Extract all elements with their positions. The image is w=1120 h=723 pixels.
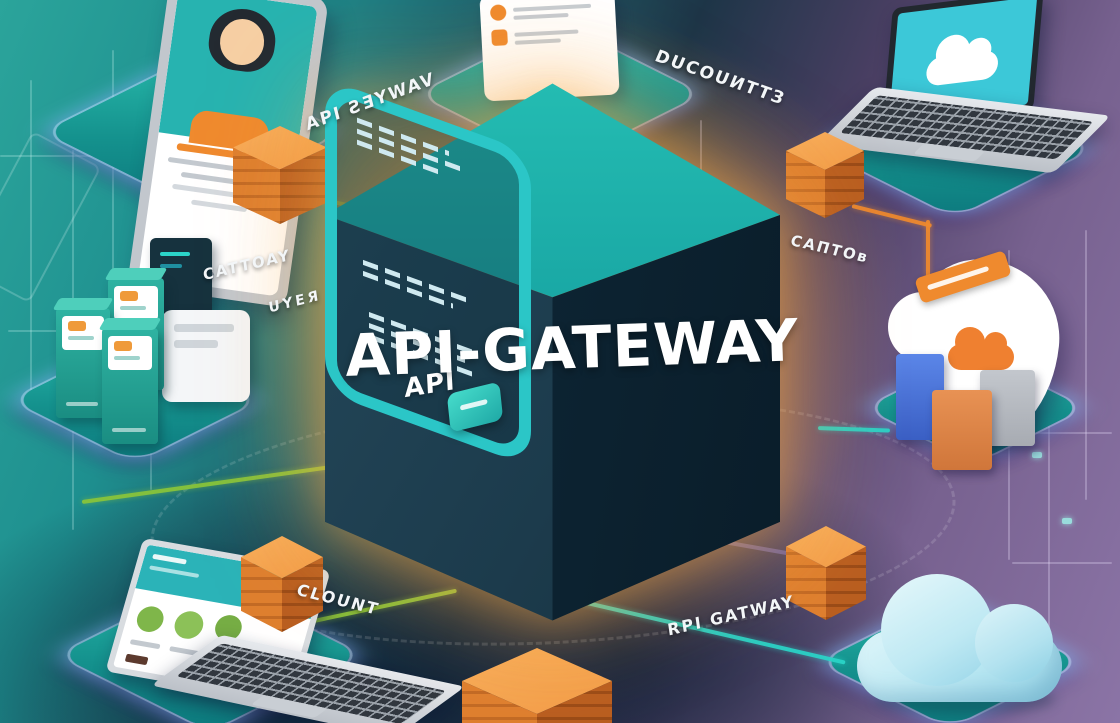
cloud-icon-lobe [984, 332, 1007, 355]
billboard-cloud-lobe [888, 292, 958, 362]
circuit-trace [8, 330, 98, 332]
order-icon [489, 4, 507, 22]
kiosk-line [160, 264, 182, 268]
machine-slot [174, 324, 234, 332]
site-logo-line [152, 553, 187, 565]
cloud-3d-group [845, 572, 1080, 723]
connector-line-orange [926, 220, 930, 278]
circuit-trace [1085, 230, 1087, 500]
product-line [66, 402, 99, 406]
catalog-products [30, 238, 265, 457]
circuit-trace [1048, 300, 1050, 640]
label-carts: CAПTOв [788, 231, 872, 267]
shipping-crate [786, 132, 864, 218]
circuit-node [1062, 518, 1072, 524]
cloud-3d-lobe [881, 574, 993, 686]
cloud-laptop [817, 0, 1111, 174]
product-label [62, 316, 104, 350]
site-nav-line [149, 565, 200, 578]
code-lines [363, 254, 467, 314]
cart-cloud-group [880, 250, 1085, 472]
code-lines [357, 112, 461, 183]
circuit-node [1032, 452, 1042, 458]
cloud-3d-lobe [975, 604, 1053, 682]
product-box [102, 328, 158, 444]
api-gateway-cube [325, 78, 780, 626]
product-thumb [171, 609, 207, 641]
circuit-trace [0, 155, 115, 157]
product-thumb [133, 604, 167, 635]
receipt-text-lines [513, 0, 606, 20]
circuit-trace [30, 80, 32, 410]
machine-slot [174, 340, 218, 348]
product-line [112, 428, 146, 432]
orange-cloud-icon [948, 327, 1014, 370]
kiosk-line [160, 252, 190, 256]
add-button-shape [124, 653, 149, 666]
shipping-crate [233, 126, 327, 224]
shipping-crate [462, 648, 612, 723]
cloud-icon-lobe [964, 36, 993, 66]
circuit-trace [112, 50, 114, 340]
product-text-line [129, 638, 161, 649]
receipt-row [491, 24, 607, 47]
receipt-text-lines [514, 24, 607, 45]
kiosk-machine [162, 310, 250, 402]
product-label [108, 336, 152, 370]
item-icon [491, 29, 508, 47]
cloud-icon-lobe [955, 327, 985, 357]
circuit-trace [1012, 562, 1112, 564]
receipt-row [489, 0, 606, 22]
orange-box [932, 390, 992, 470]
shipping-crate [241, 536, 323, 632]
shipping-crate [786, 526, 866, 620]
cloud-icon [925, 32, 1000, 87]
product-label [114, 286, 158, 320]
circuit-trace [1000, 432, 1112, 434]
